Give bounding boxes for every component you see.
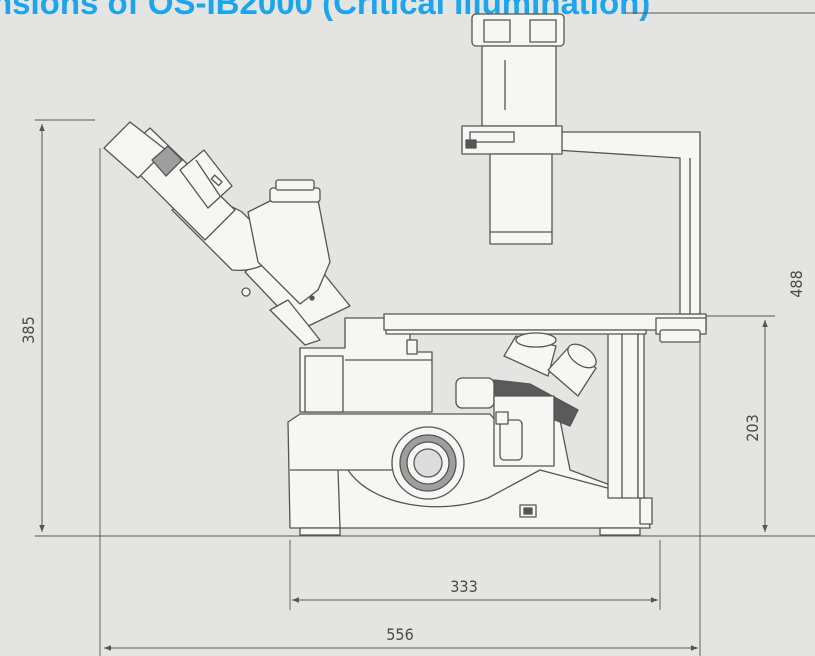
dim-label-556: 556: [386, 625, 413, 644]
focus-knob: [391, 426, 465, 500]
microscope-base: [287, 413, 653, 536]
illumination-pillar: [554, 131, 701, 315]
binocular-head: [171, 179, 351, 346]
dim-label-203: 203: [743, 414, 762, 441]
lamp-housing: [461, 13, 565, 245]
dim-label-488: 488: [787, 270, 806, 297]
extension-lines: [35, 12, 815, 656]
eyepiece-tubes: [103, 121, 236, 241]
dim-label-385: 385: [19, 316, 38, 343]
dim-label-333: 333: [450, 577, 477, 596]
objective-turret: [455, 332, 597, 467]
stage: [383, 313, 707, 343]
